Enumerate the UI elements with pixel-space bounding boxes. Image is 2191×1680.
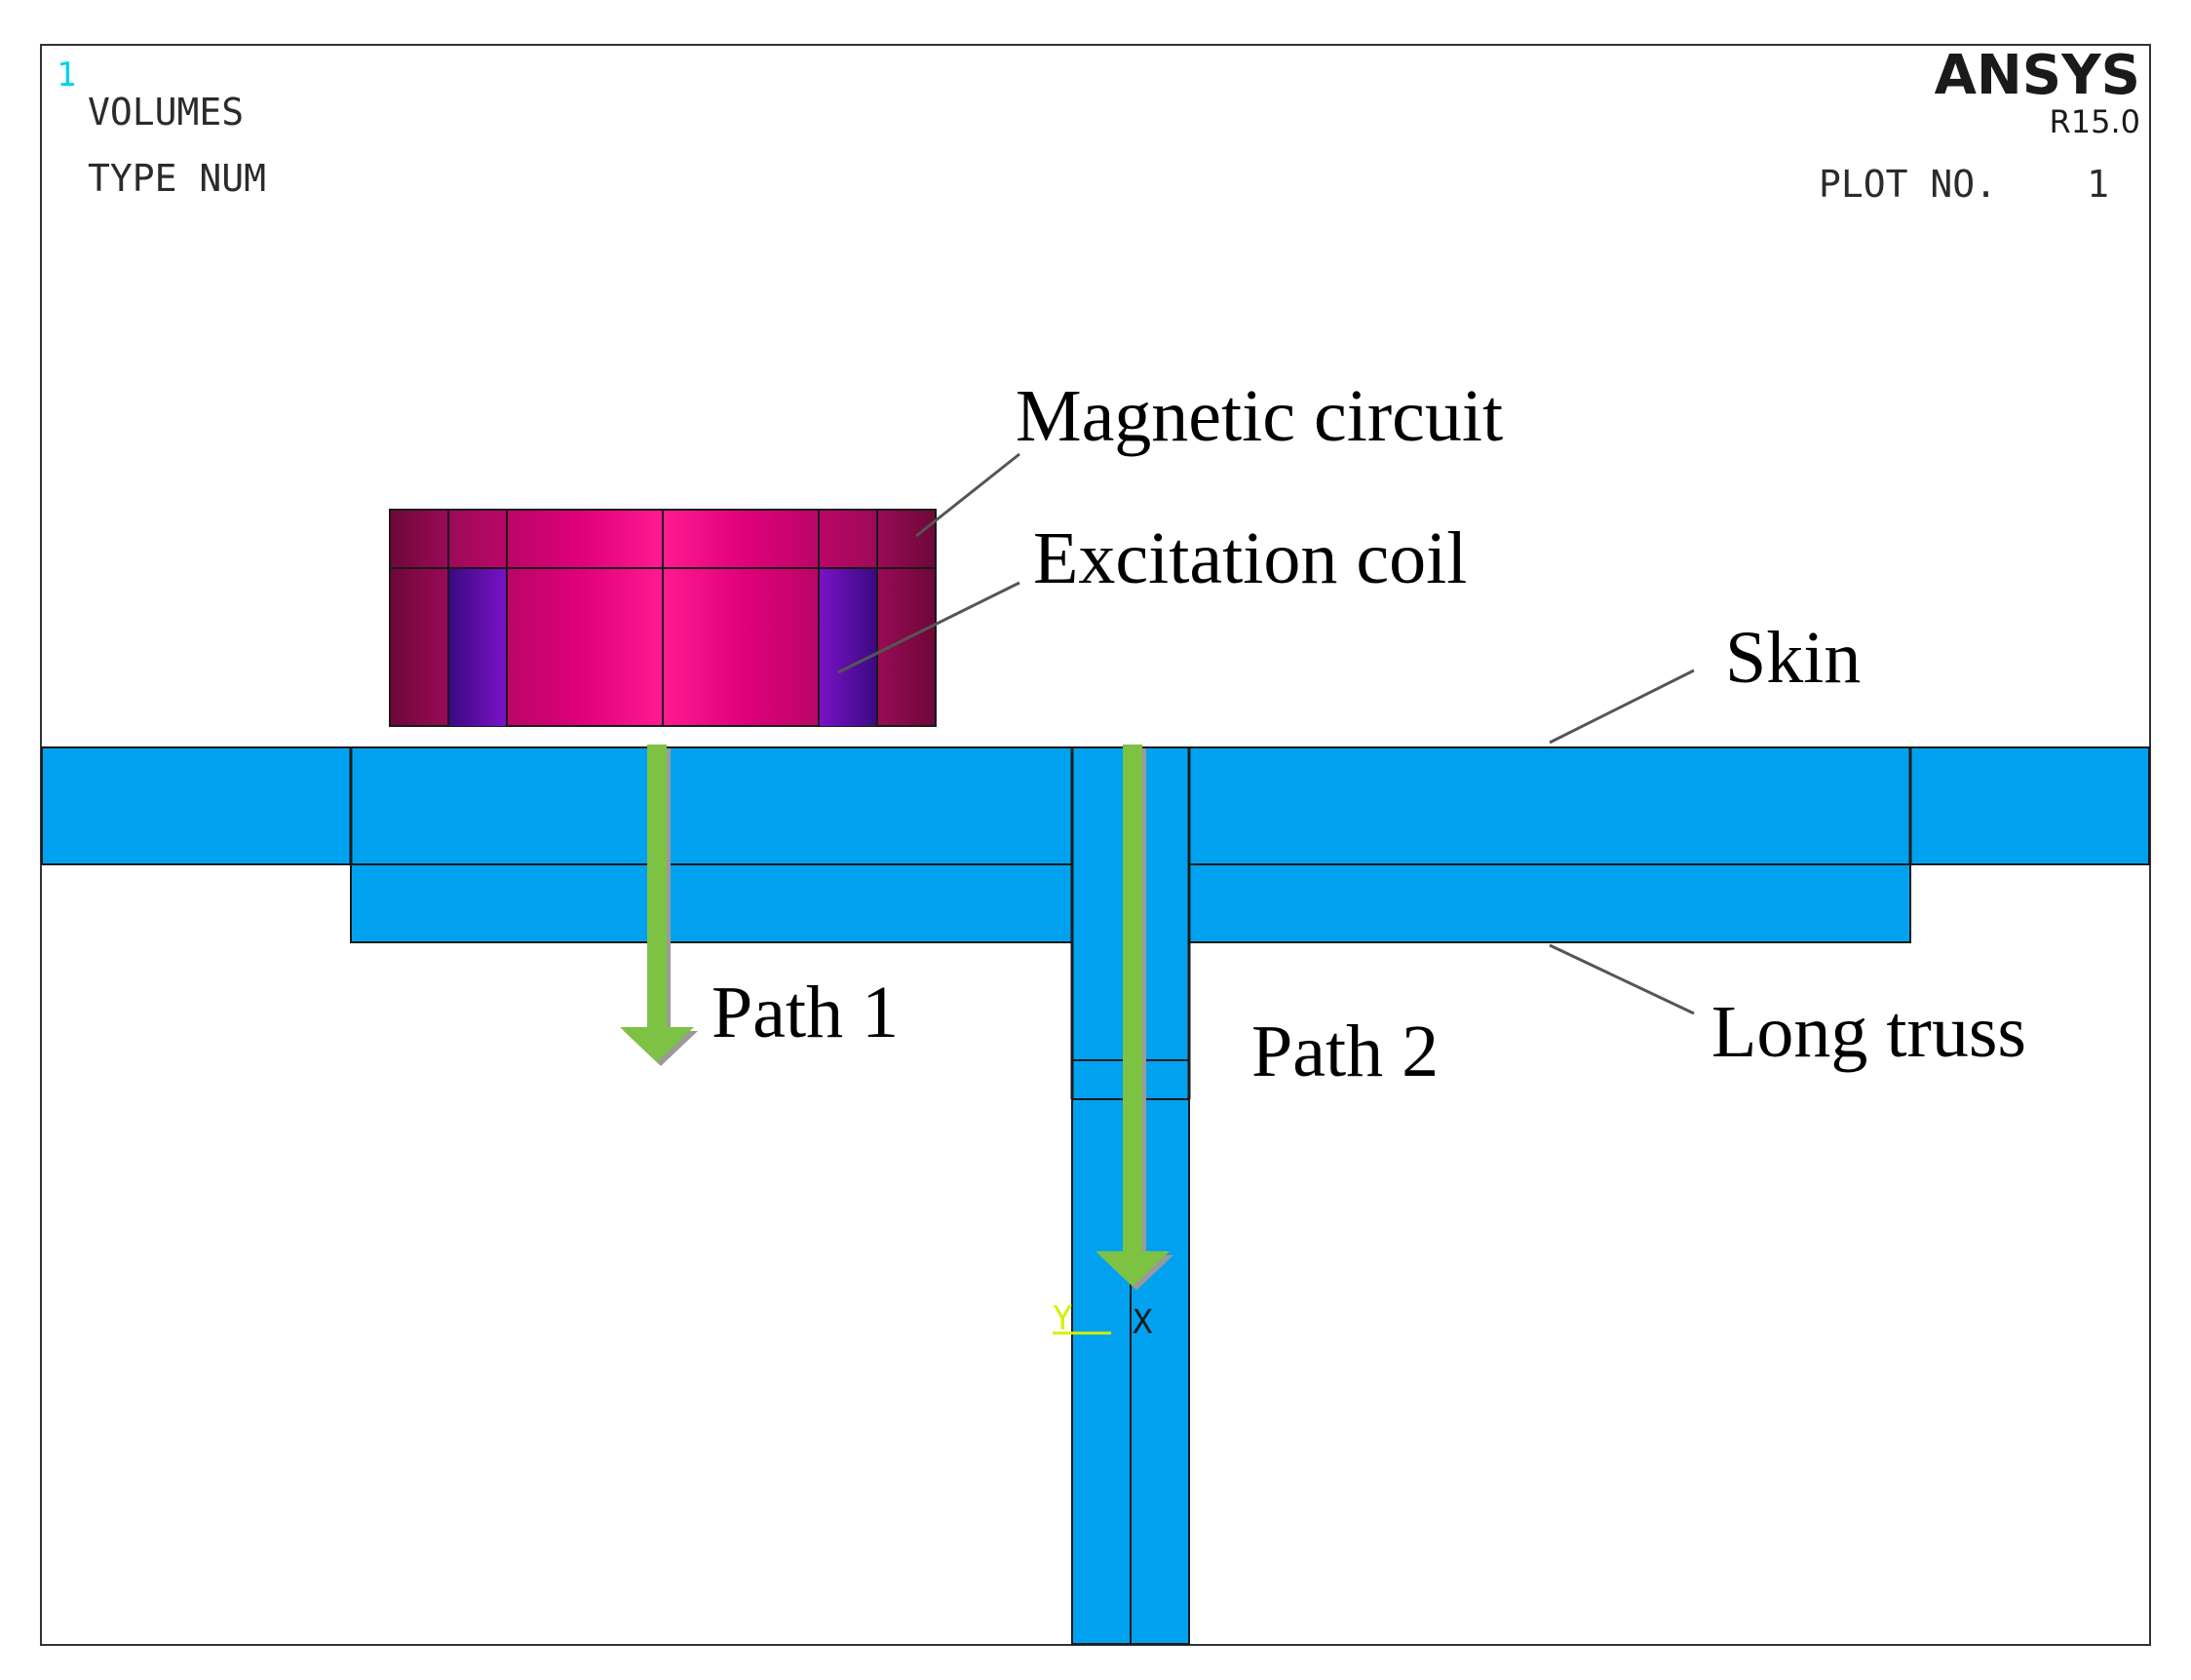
label-path2: Path 2 (1251, 1011, 1439, 1092)
plot-entity-label: VOLUMES (88, 91, 244, 134)
excitation-coil-right (819, 568, 877, 726)
version-label: R15.0 (2050, 103, 2140, 140)
plot-no-label: PLOT NO. (1819, 163, 1997, 206)
coordinate-triad: Y X (1053, 1299, 1153, 1342)
excitation-coil-left (448, 568, 507, 726)
label-long-truss: Long truss (1711, 991, 2026, 1073)
leader-magnetic-circuit (915, 452, 1020, 538)
leader-excitation-coil (837, 581, 1020, 674)
leader-skin (1549, 668, 1695, 745)
window-number: 1 (57, 56, 76, 95)
label-magnetic-circuit: Magnetic circuit (1016, 375, 1503, 457)
ansys-logo: ANSYS (1935, 44, 2140, 107)
plot-no-value: 1 (2087, 163, 2109, 206)
path1-arrow (620, 745, 698, 1066)
label-excitation-coil: Excitation coil (1033, 517, 1467, 599)
leader-long-truss (1549, 943, 1695, 1015)
magnetic-circuit-block (389, 509, 937, 727)
triad-y-label: Y (1053, 1299, 1072, 1338)
path2-arrow (1096, 745, 1173, 1290)
label-path1: Path 1 (711, 972, 899, 1053)
triad-x-label: X (1133, 1303, 1153, 1342)
numbering-label: TYPE NUM (88, 157, 266, 200)
label-skin: Skin (1725, 617, 1861, 699)
